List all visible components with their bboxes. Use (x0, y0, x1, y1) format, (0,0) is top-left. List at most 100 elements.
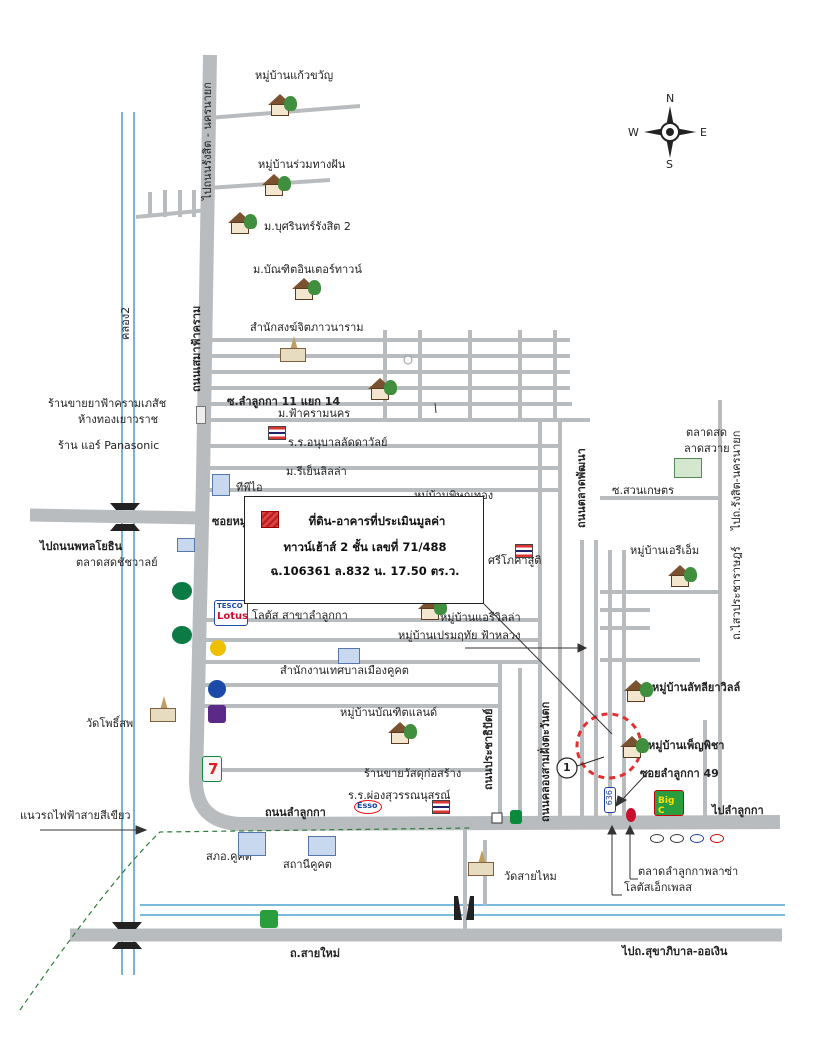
tesco-lotus-logo: TESCO Lotus (214, 600, 248, 626)
place-lat-liya-ville: หมู่บ้านลัทลียาวิลล์ (652, 681, 741, 694)
ptt-small-logo (626, 808, 636, 822)
junction-bottom-left (112, 922, 142, 949)
car-brand-logo (670, 834, 684, 843)
place-bundit-land: หมู่บ้านบัณฑิตแลนด์ (340, 706, 438, 719)
info-line-2: ทาวน์เฮ้าส์ 2 ชั้น เลขที่ 71/488 (283, 540, 447, 554)
place-prem-ruthai: หมู่บ้านเปรมฤทัย ฟ้าหลวง (398, 629, 521, 642)
property-marker-number: 1 (563, 761, 571, 774)
place-kaew-kwan: หมู่บ้านแก้วขวัญ (255, 69, 334, 82)
place-talad-sot: ตลาดสด (686, 426, 728, 439)
bank-logo-purple (208, 705, 226, 723)
building-market-icon (177, 538, 195, 552)
flag-icon (268, 426, 286, 440)
canal-label-klong2: คลอง2 (119, 306, 132, 340)
road-label-rangsit-right: ไปถ.รังสิต-นครนายก (730, 430, 743, 530)
canal-lower (140, 904, 785, 916)
big-c-small-logo (260, 910, 278, 928)
place-reyen-villa: ม.รีเย็นลิลล่า (286, 465, 347, 478)
infobox-pointer (483, 603, 613, 735)
place-suan-kaset: ซ.สวนเกษตร (612, 484, 675, 497)
junction-bottom-mid (454, 896, 474, 920)
place-lam-luk-ka-plaza: ตลาดลำลูกกาพลาซ่า (638, 865, 739, 878)
place-lotus-lamlukka: โลตัส สาขาลำลูกกา (252, 609, 348, 622)
road-label-rangsit-top: ไปถนนรังสิต - นครนายก (201, 82, 214, 200)
compass-rose: N S E W (628, 92, 708, 171)
marker-leader (576, 756, 605, 767)
house-icon (624, 680, 653, 704)
main-roads (29, 54, 782, 942)
place-municipal-office: สำนักงานเทศบาลเมืองคูคต (280, 664, 409, 677)
house-icon (268, 94, 297, 118)
place-lat-sawai: ลาดสวาย (684, 442, 730, 455)
place-samnak-song: สำนักสงฆ์จิตภาวนาราม (250, 321, 364, 334)
route-636-text: 636 (605, 790, 614, 806)
road-label-to-lam-luk-ka: ไปลำลูกกา (712, 804, 764, 817)
place-fa-khram-nakhon: ม.ฟ้าครามนคร (278, 407, 351, 420)
bank-logo-green (172, 626, 192, 644)
place-wat-phosop: วัดโพธิ์สพ (86, 717, 134, 730)
property-info-box: ที่ดิน-อาคารที่ประเมินมูลค่า ทาวน์เฮ้าส์… (244, 496, 484, 604)
road-label-sai-mai: ถ.สายใหม่ (290, 947, 341, 960)
place-gold-shop: ห้างทองเยาวราช (78, 413, 159, 426)
place-ari-villa: หมู่บ้านแอรีวิลล่า (440, 611, 521, 624)
canal-klong2 (121, 112, 135, 975)
road-label-phahonyothin: ไปถนนพหลโยธิน (40, 540, 123, 553)
temple-icon (278, 336, 308, 364)
building-municipal-icon (338, 648, 360, 664)
building-shop-icon (196, 406, 206, 424)
property-swatch-icon (261, 511, 279, 528)
ptt-logo (208, 680, 226, 698)
road-label-soi-11-14: ซ.ลำลูกกา 11 แยก 14 (227, 395, 341, 408)
road-label-soi-49: ซอยลำลูกกา 49 (640, 767, 719, 780)
road-label-talad-pattana: ถนนตลาดพัฒนา (575, 448, 588, 528)
small-store-logo (510, 810, 522, 824)
place-ruam-tang-fan: หมู่บ้านร่วมทางฝัน (258, 158, 346, 171)
place-khukhot-station: สถานีคูคต (283, 858, 332, 871)
building-tpi-icon (212, 474, 230, 496)
place-panasonic: ร้าน แอร์ Panasonic (58, 439, 160, 452)
temple-icon (466, 850, 496, 878)
compass-s: S (666, 158, 673, 171)
road-label-saphan: ถ.ไสวประชาราษฎร์ (730, 546, 743, 640)
compass-e: E (700, 126, 707, 139)
place-phong-suwan: ร.ร.ผ่องสุวรรณนุสรณ์ (348, 789, 451, 802)
compass-w: W (628, 126, 639, 139)
place-lotus-express: โลตัสเอ็กเพลส (624, 881, 692, 894)
road-label-sema: ถนนเสมาฟ้าคราม (190, 305, 203, 392)
road-label-klong-sam: ถนนคลองสามฝั่งตะวันตก (539, 701, 552, 822)
road-label-lam-luk-ka: ถนนลำลูกกา (265, 806, 326, 819)
house-icon (228, 212, 257, 236)
junction-left (110, 503, 140, 531)
house-icon (668, 565, 697, 589)
big-c-text: Big C (658, 796, 675, 816)
house-icon (368, 378, 397, 402)
place-anuban-laddawan: ร.ร.อนุบาลลัดดาวัลย์ (288, 436, 388, 449)
esso-text: Esso (357, 801, 378, 810)
place-talad-chatchawan: ตลาดสดชัชวาลย์ (76, 556, 158, 569)
compass-n: N (666, 92, 675, 105)
car-brand-logo (690, 834, 704, 843)
place-wat-sai-mai: วัดสายไหม (504, 870, 557, 883)
seven-eleven-logo: 7 (202, 756, 222, 782)
building-lat-sawai-market-icon (674, 458, 702, 478)
house-icon (620, 736, 649, 760)
car-brand-logo (650, 834, 664, 843)
arrows (40, 402, 651, 896)
info-line-1: ที่ดิน-อาคารที่ประเมินมูลค่า (308, 514, 446, 528)
seven-text: 7 (208, 760, 219, 778)
compass-icon (644, 106, 696, 158)
temple-icon (148, 696, 178, 724)
house-icon (388, 722, 417, 746)
road-label-prachathipat: ถนนประชาธิปัตย์ (482, 708, 495, 790)
place-construction-shop: ร้านขายวัสดุก่อสร้าง (364, 767, 462, 780)
building-police-icon (238, 832, 266, 856)
label-power-line: แนวรถไฟฟ้าสายสีเขียว (20, 809, 131, 822)
building-station-icon (308, 836, 336, 856)
info-line-3: ฉ.106361 ล.832 น. 17.50 ตร.ว. (270, 564, 460, 578)
car-brand-logo (710, 834, 724, 843)
place-busarin: ม.บุศรินทร์รังสิต 2 (264, 220, 351, 233)
road-label-sukhaphiban: ไปถ.สุขาภิบาล-ออเงิน (622, 945, 728, 958)
flag-icon (515, 544, 533, 558)
place-ari-m: หมู่บ้านเอรีเอ็ม (630, 544, 700, 557)
esso-logo: Esso (354, 800, 382, 814)
